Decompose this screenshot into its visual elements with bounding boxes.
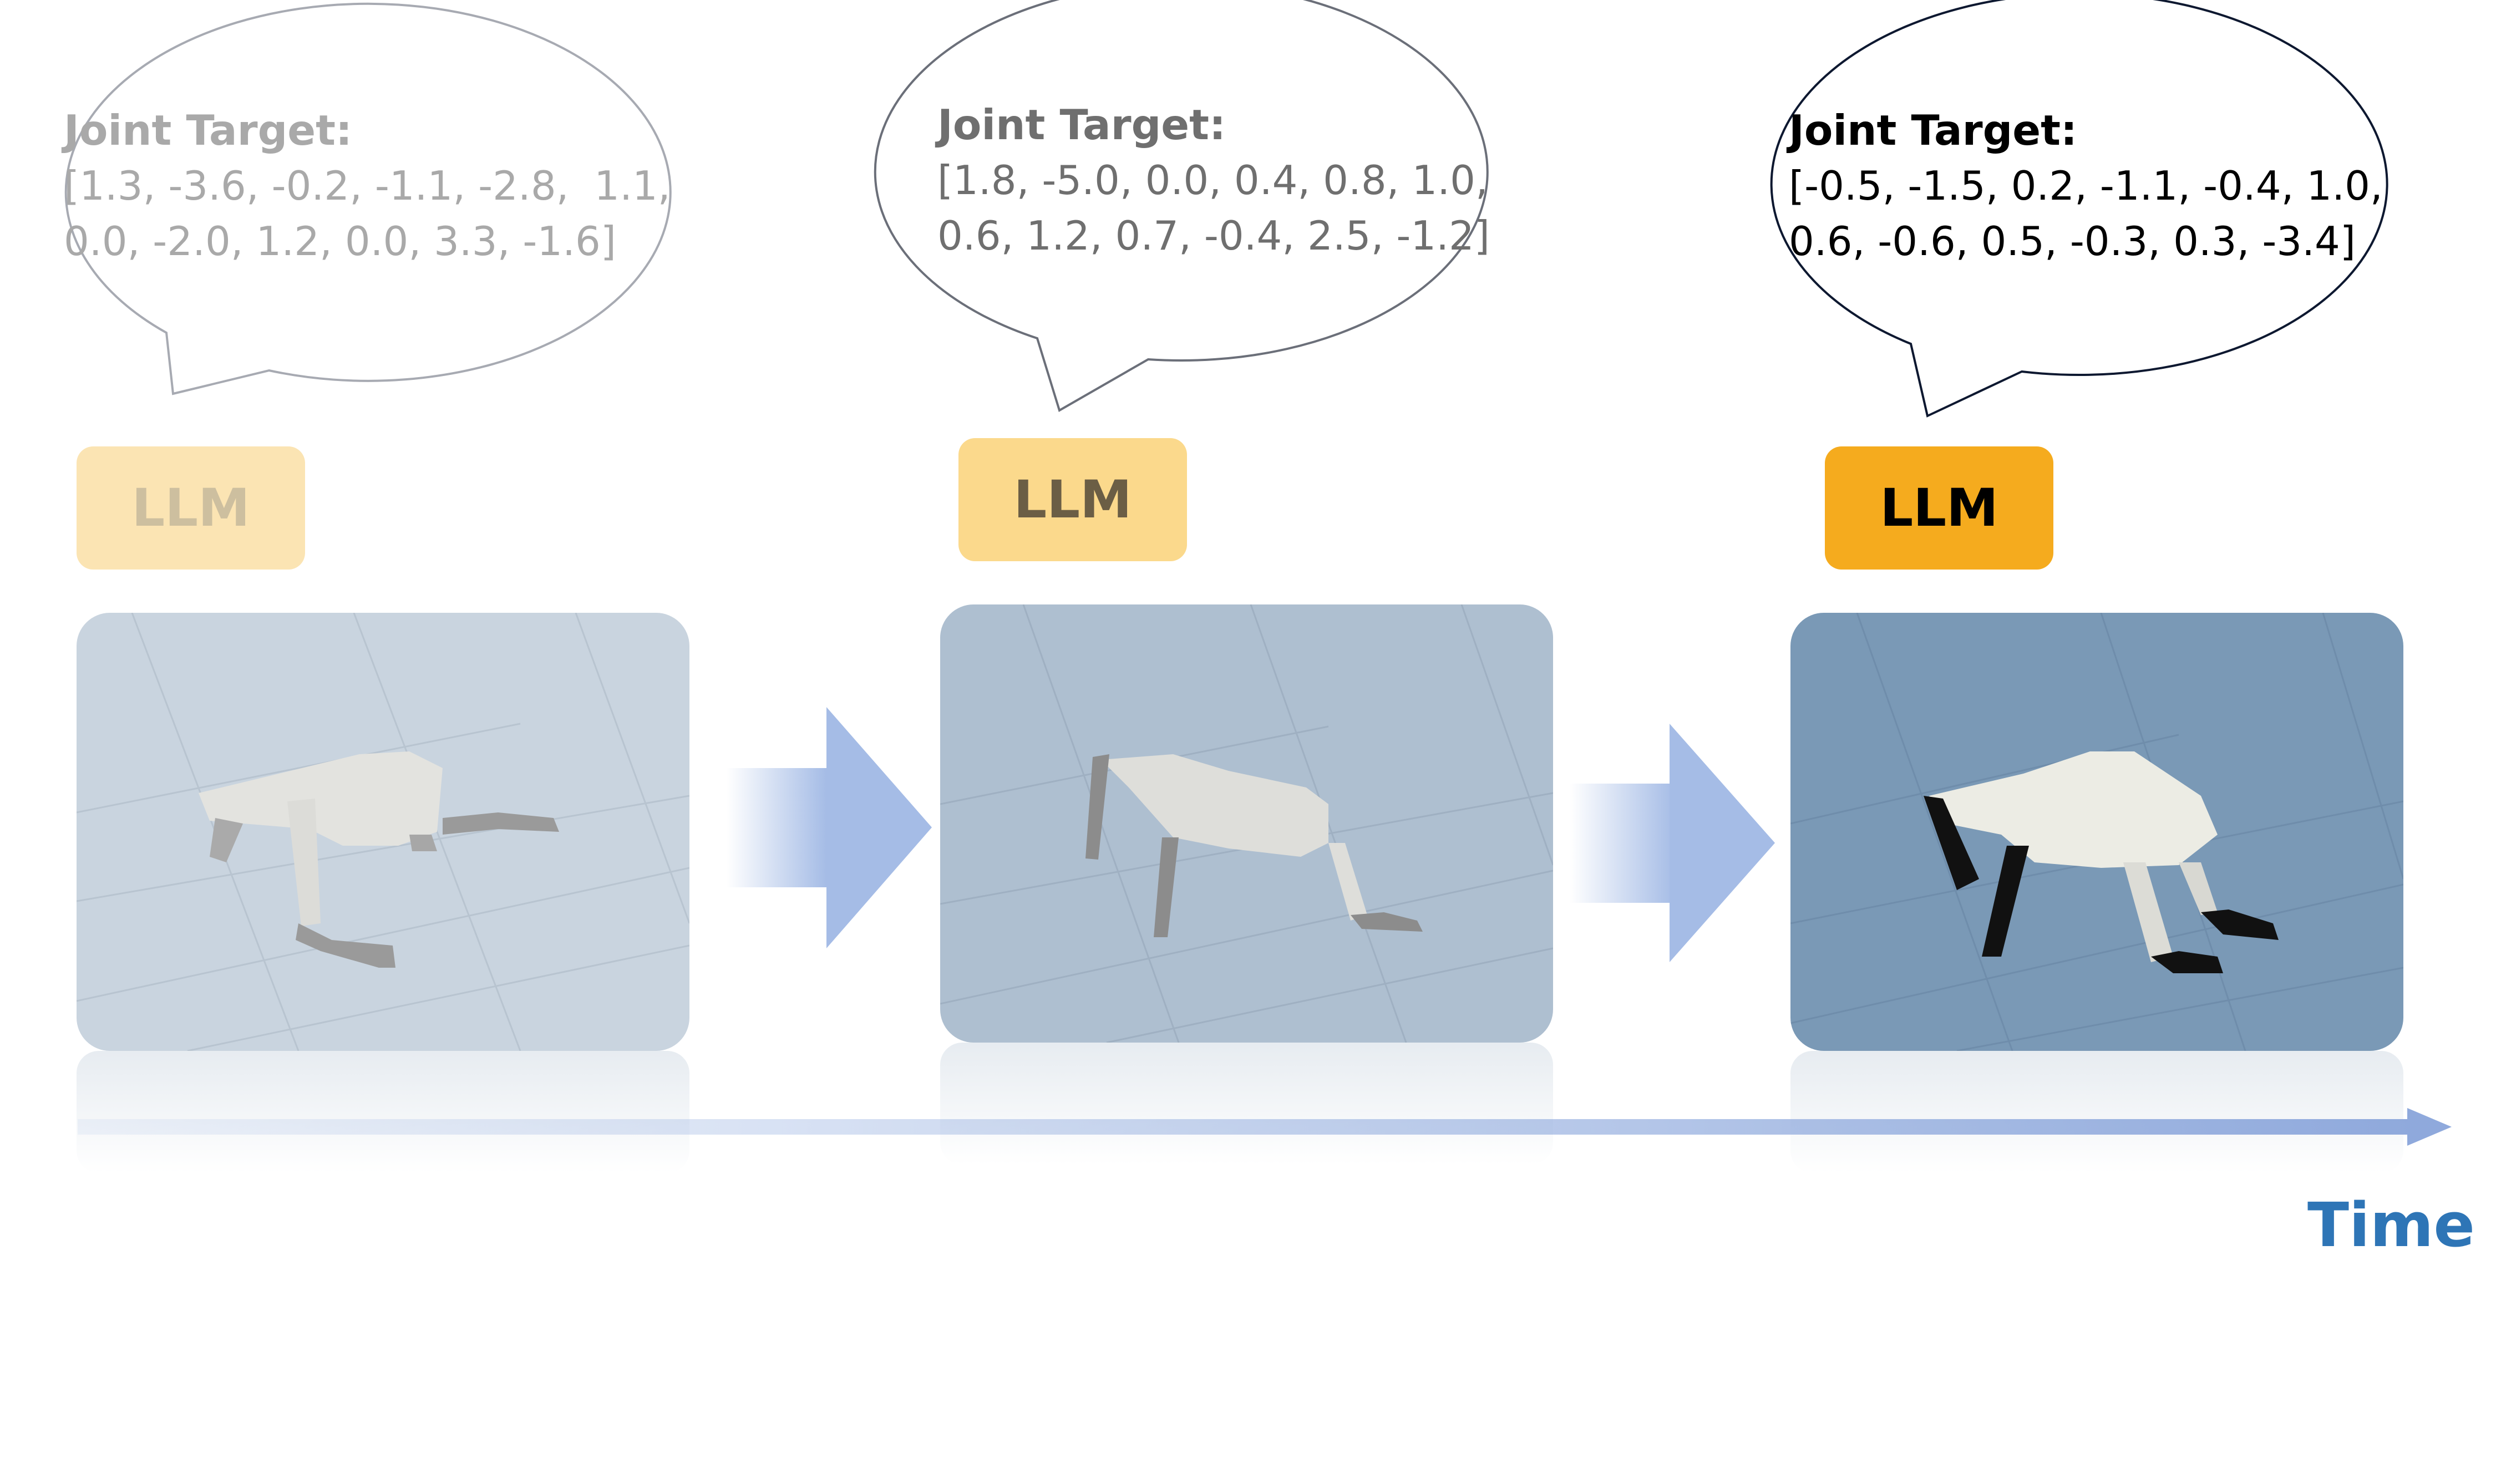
simulation-panel-2: [940, 604, 1553, 1043]
joint-target-title: Joint Target:: [1789, 106, 2077, 155]
joint-target-values-line1: [-0.5, -1.5, 0.2, -1.1, -0.4, 1.0,: [1789, 162, 2383, 209]
speech-bubble-1: [64, 2, 672, 395]
quadruped-robot: [1924, 751, 2279, 973]
llm-label: LLM: [1013, 469, 1132, 530]
step-arrow-1: [727, 707, 932, 948]
joint-target-values-line1: [1.8, -5.0, 0.0, 0.4, 0.8, 1.0,: [937, 157, 1488, 204]
joint-target-values-line2: 0.6, 1.2, 0.7, -0.4, 2.5, -1.2]: [937, 212, 1490, 259]
llm-box-2: LLM: [958, 438, 1187, 561]
joint-target-title: Joint Target:: [64, 106, 352, 155]
joint-target-values-line2: 0.6, -0.6, 0.5, -0.3, 0.3, -3.4]: [1789, 218, 2356, 265]
simulation-panel-3: [1790, 613, 2403, 1051]
panel-reflection: [1790, 1051, 2403, 1173]
panel-reflection: [940, 1043, 1553, 1165]
panel-reflection: [77, 1051, 689, 1173]
step-arrow-2: [1570, 724, 1775, 962]
robot-render-3: [1790, 613, 2403, 1051]
llm-box-1: LLM: [77, 446, 305, 570]
quadruped-robot: [199, 751, 559, 968]
time-axis-label: Time: [2307, 1190, 2475, 1261]
bubble-text-2: Joint Target: [1.8, -5.0, 0.0, 0.4, 0.8,…: [937, 97, 1490, 263]
robot-render-2: [940, 604, 1553, 1043]
bubble-text-3: Joint Target: [-0.5, -1.5, 0.2, -1.1, -0…: [1789, 103, 2383, 269]
joint-target-title: Joint Target:: [937, 100, 1226, 149]
quadruped-robot: [1085, 754, 1423, 937]
llm-label: LLM: [131, 477, 250, 538]
llm-label: LLM: [1880, 477, 1998, 538]
bubble-text-1: Joint Target: [1.3, -3.6, -0.2, -1.1, -2…: [64, 103, 671, 269]
joint-target-values-line1: [1.3, -3.6, -0.2, -1.1, -2.8, 1.1,: [64, 162, 671, 209]
speech-bubble-2: [874, 0, 1489, 412]
joint-target-values-line2: 0.0, -2.0, 1.2, 0.0, 3.3, -1.6]: [64, 218, 616, 265]
llm-box-3: LLM: [1825, 446, 2053, 570]
speech-bubble-3: [1770, 0, 2388, 418]
timeline-arrow: [78, 1108, 2452, 1146]
simulation-panel-1: [77, 613, 689, 1051]
robot-render-1: [77, 613, 689, 1051]
